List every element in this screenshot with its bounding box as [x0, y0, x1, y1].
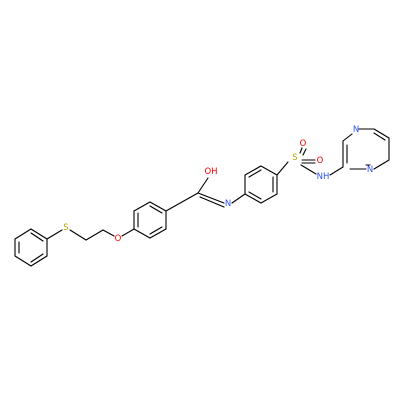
- bond: [342, 133, 353, 142]
- bond: [248, 169, 262, 178]
- bond: [248, 191, 262, 200]
- bond: [69, 229, 87, 241]
- bond: [199, 196, 225, 208]
- bond: [299, 147, 303, 154]
- bond: [260, 165, 278, 176]
- bond: [373, 159, 390, 170]
- bond: [149, 201, 167, 212]
- bond: [149, 226, 163, 235]
- bond: [165, 192, 199, 212]
- sulfonyl-oxygen-label-top: O: [300, 139, 307, 149]
- bond: [46, 229, 63, 240]
- bond: [260, 193, 278, 204]
- hydroxyl-label: OH: [204, 167, 217, 177]
- bond: [121, 228, 135, 237]
- bond: [197, 192, 225, 204]
- bond: [133, 228, 151, 239]
- bond: [197, 177, 209, 194]
- bond: [149, 228, 167, 239]
- pyrimidine-nitrogen-label-bottom: N: [367, 165, 373, 175]
- oxygen-ether-label: O: [115, 234, 122, 244]
- atom-labels-layer: S O OH N S O O NH N N: [63, 125, 373, 244]
- sulfonyl-oxygen-label-right: O: [317, 156, 324, 166]
- bond: [244, 193, 262, 204]
- bond: [231, 193, 246, 204]
- sulfonyl-sulfur-label: S: [292, 153, 297, 163]
- bond: [373, 132, 386, 141]
- bond: [30, 228, 48, 240]
- bond: [85, 229, 104, 241]
- bond: [302, 148, 307, 156]
- bond: [244, 165, 262, 176]
- bond: [373, 128, 390, 139]
- bond: [14, 228, 32, 240]
- bond: [102, 229, 115, 237]
- bond: [30, 232, 44, 242]
- bond: [14, 255, 32, 267]
- bond: [276, 161, 289, 176]
- bond: [329, 166, 344, 176]
- bond: [300, 164, 317, 175]
- imine-nitrogen-label: N: [225, 199, 231, 209]
- sulfonamide-nh-label: NH: [317, 172, 330, 182]
- bond: [149, 205, 163, 214]
- pyrimidine-nitrogen-label-top: N: [353, 125, 359, 135]
- bond: [30, 253, 44, 263]
- sulfur-thioether-label: S: [63, 223, 68, 233]
- bond: [133, 201, 151, 212]
- bond: [30, 255, 48, 267]
- bonds-layer: [14, 128, 390, 267]
